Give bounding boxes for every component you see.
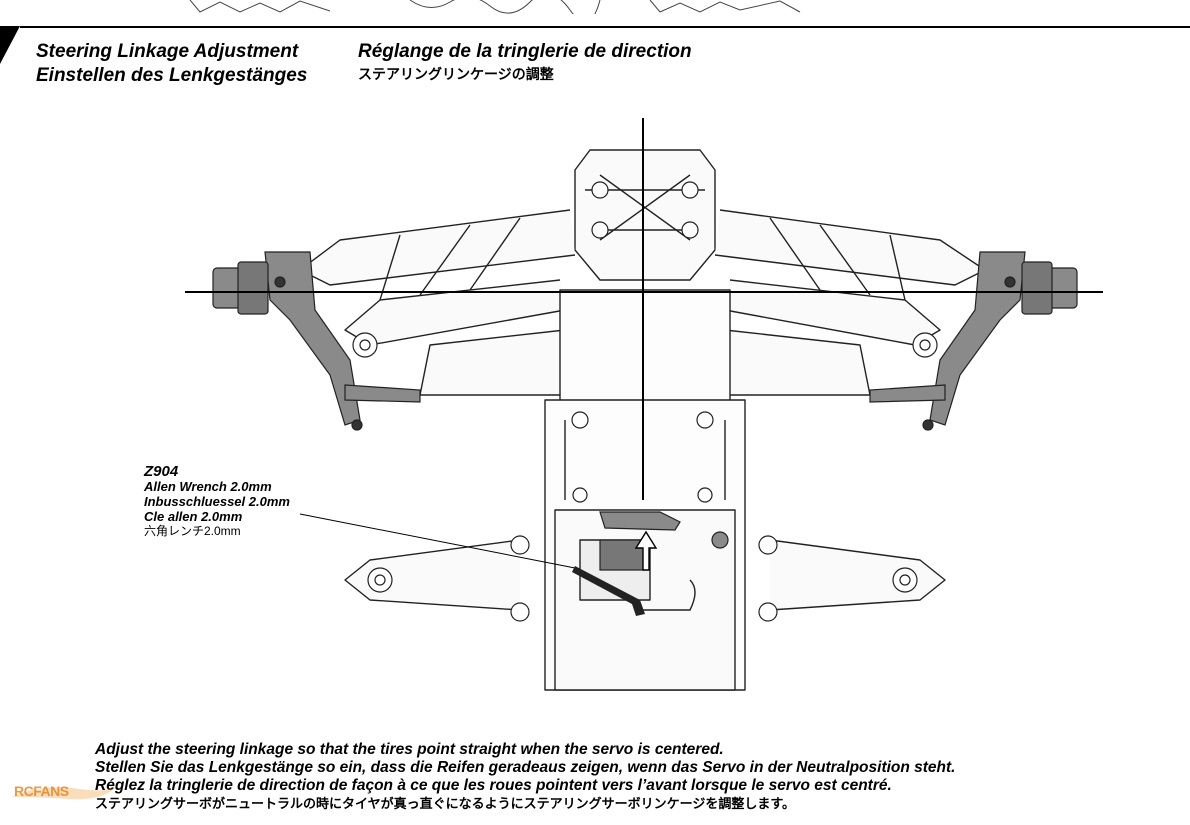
instruction-german: Stellen Sie das Lenkgestänge so ein, das… xyxy=(95,759,956,776)
chassis-steering-diagram xyxy=(185,118,1103,691)
allen-wrench-icon xyxy=(572,566,645,616)
direction-arrow-icon xyxy=(634,530,658,571)
instruction-english: Adjust the steering linkage so that the … xyxy=(95,741,724,758)
tool-name-german: Inbusschluessel 2.0mm xyxy=(144,494,290,509)
corner-marker-icon xyxy=(0,26,20,64)
rcfans-watermark-logo xyxy=(12,785,118,800)
title-german: Einstellen des Lenkgestänges xyxy=(36,65,308,86)
tool-name-french: Cle allen 2.0mm xyxy=(144,509,243,524)
title-japanese: ステアリングリンケージの調整 xyxy=(358,66,554,82)
title-french: Réglange de la tringlerie de direction xyxy=(358,41,692,62)
tool-code: Z904 xyxy=(144,463,179,480)
previous-step-remnant-drawing xyxy=(189,0,801,14)
instruction-french: Réglez la tringlerie de direction de faç… xyxy=(95,777,892,794)
instruction-japanese: ステアリングサーボがニュートラルの時にタイヤが真っ直ぐになるようにステアリングサ… xyxy=(95,796,796,811)
title-english: Steering Linkage Adjustment xyxy=(36,41,299,62)
tool-name-japanese: 六角レンチ2.0mm xyxy=(144,524,241,538)
instructions-block: Adjust the steering linkage so that the … xyxy=(95,741,956,813)
tool-name-english: Allen Wrench 2.0mm xyxy=(144,479,272,494)
watermark-text: RCFANS xyxy=(14,783,69,799)
header-rule xyxy=(20,26,1190,28)
tool-callout: Z904 Allen Wrench 2.0mm Inbusschluessel … xyxy=(144,464,290,539)
